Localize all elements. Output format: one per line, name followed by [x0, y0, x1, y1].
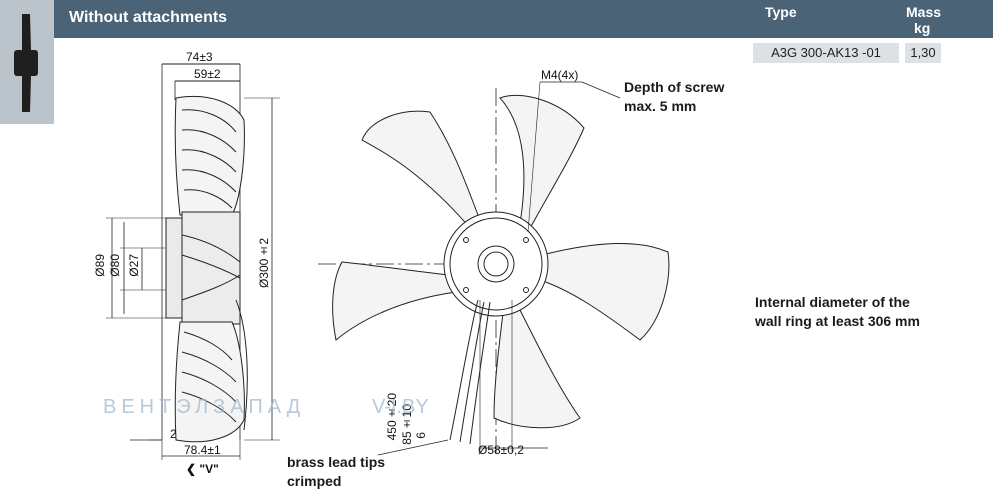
view-label-text: "V" — [199, 462, 219, 476]
fan-thumbnail-tab — [0, 0, 54, 124]
watermark-brand: ВЕНТЭЛЗАПАД — [103, 396, 306, 418]
dim-dia-80: Ø80 — [108, 254, 122, 277]
dim-depth-rotor: 59±2 — [194, 67, 221, 81]
fan-side-icon — [14, 14, 38, 112]
brass-lead-note: brass lead tips crimped — [287, 453, 385, 491]
dim-offset-2: 2 — [170, 427, 177, 441]
type-column-header: Type — [765, 4, 797, 20]
header-bar — [54, 0, 993, 38]
brass-lead-line1: brass lead tips — [287, 454, 386, 470]
screw-label: M4(4x) — [541, 68, 579, 82]
watermark-site: V-I.BY — [372, 396, 429, 418]
side-view — [106, 63, 280, 460]
dim-dia-89: Ø89 — [93, 254, 107, 277]
dim-dia-300: Ø300±2 — [257, 238, 271, 289]
screw-depth-note: Depth of screw max. 5 mm — [624, 78, 724, 116]
mass-unit-header: kg — [914, 20, 931, 36]
view-label: ❮ "V" — [186, 462, 219, 476]
screw-depth-line2: max. 5 mm — [624, 98, 697, 114]
dim-dia-58: Ø58±0,2 — [478, 443, 524, 457]
dim-lead-6: 6 — [414, 432, 428, 439]
wall-ring-line1: Internal diameter of the — [755, 294, 910, 310]
type-value: A3G 300-AK13 -01 — [753, 43, 899, 63]
dim-depth-784: 78.4±1 — [184, 443, 221, 457]
wall-ring-note: Internal diameter of the wall ring at le… — [755, 293, 920, 331]
section-title: Without attachments — [69, 9, 228, 26]
wall-ring-line2: wall ring at least 306 mm — [755, 313, 920, 329]
mass-value: 1,30 — [905, 43, 941, 63]
front-view — [318, 81, 670, 456]
dim-depth-total: 74±3 — [186, 50, 213, 64]
dim-dia-27: Ø27 — [127, 254, 141, 277]
brass-lead-line2: crimped — [287, 473, 342, 489]
mass-column-header: Mass — [906, 4, 942, 20]
screw-depth-line1: Depth of screw — [624, 79, 725, 95]
